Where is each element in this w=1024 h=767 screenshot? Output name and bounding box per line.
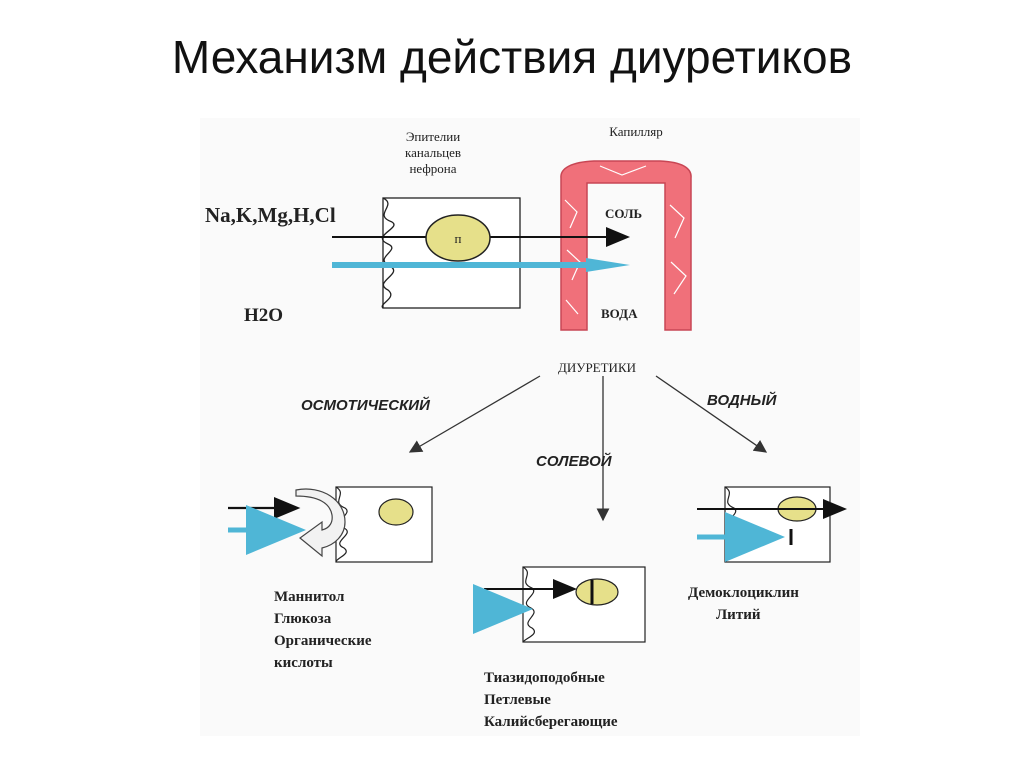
pump-label: п <box>455 231 462 246</box>
water-flow-arrow <box>332 262 592 268</box>
salt-pump <box>575 578 619 606</box>
salt-drug-list: Тиазидоподобные Петлевые Калийсберегающи… <box>484 670 618 730</box>
water-cell <box>724 486 831 563</box>
osmotic-drug-list: Маннитол Глюкоза Органические кислоты <box>274 589 372 671</box>
salt-drug-1: Тиазидоподобные <box>484 670 605 686</box>
slide-title: Механизм действия диуретиков <box>171 31 853 83</box>
water-capillary-label: ВОДА <box>601 306 638 321</box>
osmotic-drug-3: Органические <box>274 633 372 649</box>
osmotic-cell <box>335 486 433 563</box>
type-osmotic: ОСМОТИЧЕСКИЙ <box>301 396 431 414</box>
type-water: ВОДНЫЙ <box>707 391 778 409</box>
salt-capillary-label: СОЛЬ <box>605 206 642 221</box>
branch-water <box>655 375 768 453</box>
water-drug-list: Демоклоциклин Литий <box>688 585 799 623</box>
salt-drug-3: Калийсберегающие <box>484 714 618 730</box>
ions-label: Na,K,Mg,H,Cl <box>205 203 336 227</box>
type-salt: СОЛЕВОЙ <box>536 452 613 470</box>
epithelium-line-1: Эпителии <box>406 129 460 144</box>
osmotic-pump <box>378 498 414 526</box>
diuretics-label: ДИУРЕТИКИ <box>558 360 636 375</box>
salt-cell <box>522 566 646 643</box>
salt-drug-2: Петлевые <box>484 692 551 708</box>
osmotic-drug-4: кислоты <box>274 655 333 671</box>
water-drug-2: Литий <box>716 607 761 623</box>
epithelium-line-3: нефрона <box>409 161 456 176</box>
epithelium-label: Эпителии канальцев нефрона <box>405 129 461 176</box>
water-label: H2O <box>244 305 283 326</box>
branch-osmotic <box>408 375 541 453</box>
epithelium-line-2: канальцев <box>405 145 461 160</box>
capillary-wall <box>560 160 692 331</box>
osmotic-drug-2: Глюкоза <box>274 611 332 627</box>
brush-border <box>381 197 395 309</box>
capillary-label: Капилляр <box>609 124 662 139</box>
osmotic-drug-1: Маннитол <box>274 589 345 605</box>
water-flow-arrowhead <box>586 258 630 272</box>
ion-pump <box>425 214 491 262</box>
water-drug-1: Демоклоциклин <box>688 585 799 601</box>
